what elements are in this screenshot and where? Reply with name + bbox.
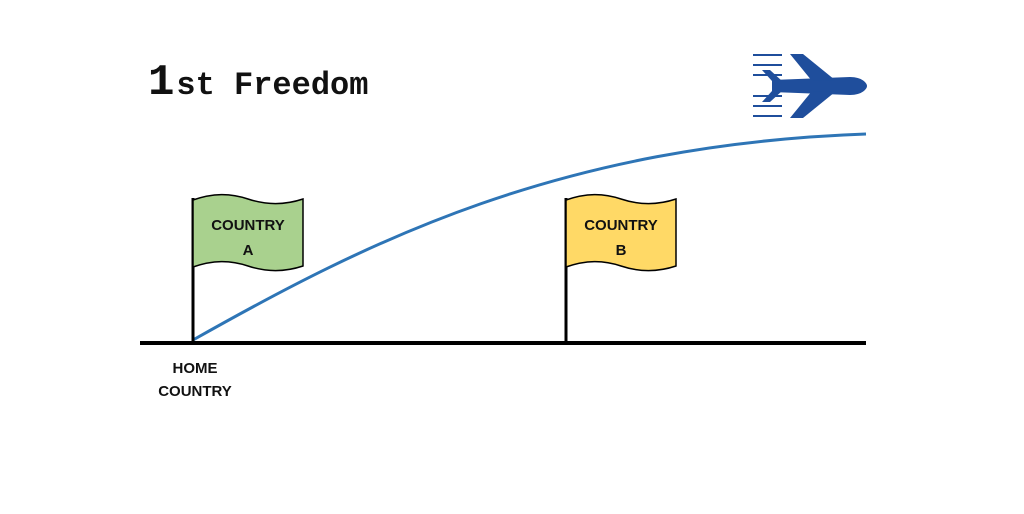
flag-b-label-line1: COUNTRY bbox=[584, 217, 658, 234]
airplane-tail bbox=[762, 70, 782, 81]
flight-path bbox=[192, 132, 867, 342]
flag-a-label-line2: A bbox=[243, 242, 254, 259]
flag-a-label-line1: COUNTRY bbox=[211, 217, 285, 234]
flag-country-a: COUNTRY A bbox=[191, 193, 304, 343]
home-country-label-line1: HOME bbox=[173, 360, 218, 377]
flag-country-b: COUNTRY B bbox=[564, 193, 677, 343]
airplane-tail-lower bbox=[762, 91, 782, 102]
title-number: 1 bbox=[148, 58, 174, 108]
flag-b-label-line2: B bbox=[616, 242, 627, 259]
title-rest: st Freedom bbox=[176, 67, 368, 104]
airplane-icon bbox=[753, 54, 867, 118]
home-country-label-line2: COUNTRY bbox=[158, 383, 232, 400]
flag-cloth-a bbox=[192, 193, 304, 272]
flag-cloth-b bbox=[565, 193, 677, 272]
airplane-wing-upper bbox=[790, 54, 835, 81]
diagram-title: 1st Freedom bbox=[148, 58, 368, 108]
airplane-wing-lower bbox=[790, 91, 835, 118]
airplane-fuselage bbox=[772, 77, 867, 95]
